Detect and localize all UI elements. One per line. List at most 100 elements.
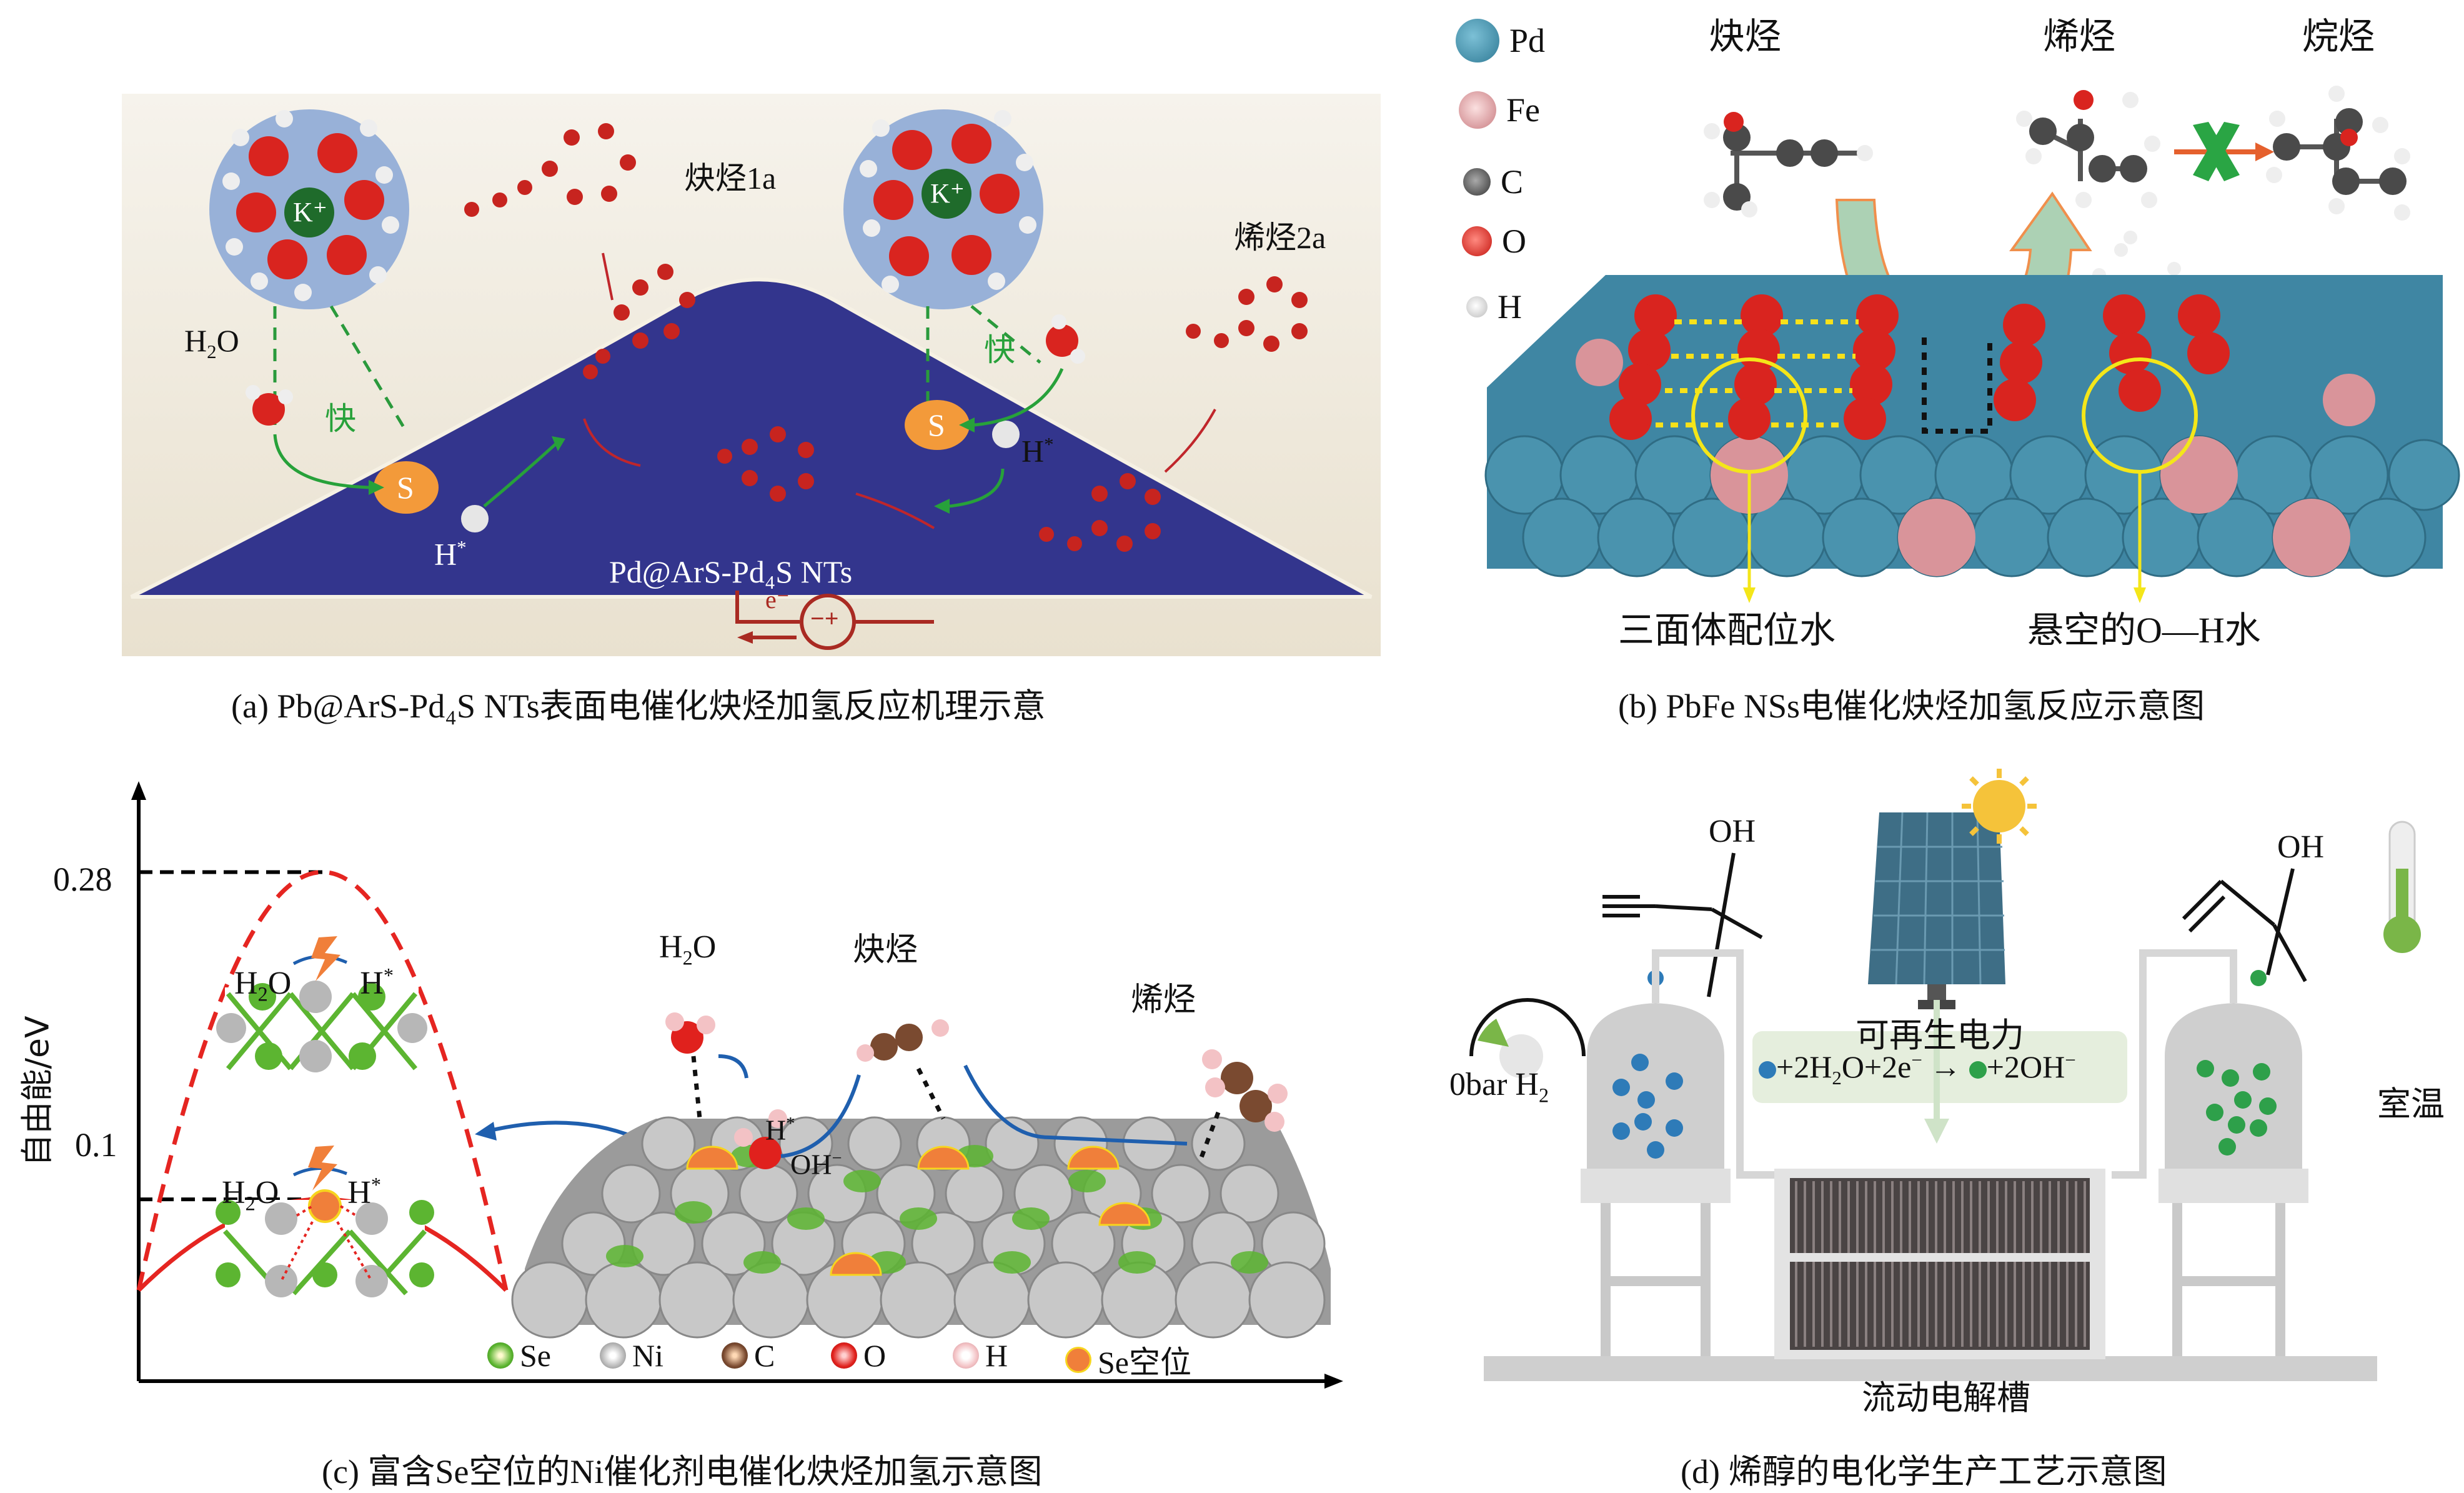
reaction-flow-arrows: [718, 1054, 1188, 1158]
h-ads-label: H*: [765, 1114, 795, 1146]
ni-atom: [585, 1261, 662, 1339]
c-atom-icon: [1463, 168, 1491, 196]
panel-d-artwork: [1469, 769, 2421, 1381]
reaction-products: +2OH−: [1986, 1049, 2076, 1084]
pressure-gauge-icon: [1469, 998, 1586, 1078]
dashed-guide-lines: [273, 305, 1041, 432]
power-source-label: −+: [810, 604, 839, 632]
ni-atom: [1151, 1164, 1211, 1224]
caption-c: (c) 富含Se空位的Ni催化剂电催化炔烃加氢示意图: [322, 1453, 1043, 1491]
panel-b: Pd Fe C O H 炔烃 烯烃 烷烃: [1449, 0, 2464, 662]
o-atom-icon: [831, 1342, 857, 1369]
ni-atom: [738, 1164, 798, 1224]
ni-atom: [847, 1116, 902, 1171]
alkynol-dot-icon: [1759, 1061, 1776, 1079]
hydrated-cation-left: [209, 109, 409, 309]
reactant-oh-label: OH: [1709, 814, 1756, 849]
ni-atom: [985, 1116, 1040, 1171]
sun-icon: [1962, 769, 2037, 844]
electron-label: e⁻: [765, 586, 790, 614]
alkane-label: 烷烃: [2302, 16, 2375, 57]
lightning-icon: [308, 936, 340, 1191]
inset-bottom-from: H2O: [222, 1175, 279, 1215]
catalyst-label: Pd@ArS-Pd₄S NTs: [609, 554, 853, 589]
flow-electrolyzer-icon: [1774, 1169, 2105, 1359]
y-tick-label-0.28: 0.28: [53, 861, 112, 898]
ni-atom: [511, 1261, 589, 1339]
alkenol-dot-icon: [1969, 1061, 1987, 1079]
energy-profile-chart: [131, 781, 1343, 1389]
inset-top-reaction: H2O H*: [234, 966, 394, 1004]
h-atom-icon: [1466, 296, 1488, 317]
product-dot-icon: [2250, 970, 2267, 986]
legend-item-se-vacancy: Se空位: [1065, 1337, 1191, 1382]
inset-top-to: H*: [360, 964, 394, 1002]
alkyne-label: 炔烃: [1709, 16, 1782, 57]
alkane-molecule: [2266, 86, 2410, 221]
ni-atom: [880, 1261, 957, 1339]
panel-b-artwork: [1484, 86, 2460, 603]
alkene-molecule-surface: [1039, 473, 1161, 552]
water-molecule-right: [1046, 314, 1085, 364]
ni-atom: [778, 1116, 833, 1171]
water-label: H2O: [184, 323, 239, 362]
stands: [1601, 1203, 2285, 1356]
legend-item-h: H: [1466, 287, 1522, 326]
renewable-power-label: 可再生电力: [1855, 1017, 2024, 1054]
sulfur-label-left: S: [397, 470, 414, 505]
water-molecule: [665, 1012, 715, 1054]
dashed-box: [1922, 337, 1992, 434]
h-ads-label-right: H*: [1021, 433, 1054, 469]
h-ads-label-left: H*: [434, 536, 467, 572]
se-vacancy-icon: [1065, 1347, 1091, 1373]
h-atom-icon: [953, 1342, 979, 1369]
fast-arrows: [273, 367, 1064, 508]
ni-atom-icon: [600, 1342, 626, 1369]
catalyst-surface: [130, 277, 1373, 599]
pressure-label: 0bar H2: [1449, 1067, 1549, 1107]
pipes: [1652, 949, 2237, 1179]
ni-atom: [658, 1261, 736, 1339]
ethylene-molecule: [1202, 1049, 1288, 1132]
c-atom-icon: [722, 1342, 748, 1369]
inset-ni-lattice: [216, 981, 427, 1075]
base-platform: [1484, 1356, 2377, 1381]
inset-top-from: H2O: [234, 966, 292, 1006]
alkene-product-molecule: [1186, 276, 1308, 352]
reactant-tank: [1581, 1003, 1731, 1203]
external-circuit: [735, 591, 934, 650]
alkyne-label: 炔烃: [853, 932, 918, 968]
product-oh-label: OH: [2277, 829, 2325, 865]
alkyne-molecule: [1704, 112, 1873, 217]
fe-atom-icon: [1459, 91, 1496, 129]
caption-d: (d) 烯醇的电化学生产工艺示意图: [1681, 1453, 2167, 1491]
legend-item-ni: Ni: [600, 1337, 663, 1374]
electrolyzer-label: 流动电解槽: [1862, 1379, 2030, 1417]
ni-atom: [1191, 1116, 1246, 1171]
h-atom-right: [992, 421, 1020, 448]
o-atom-icon: [1462, 226, 1492, 256]
alkene-label: 烯烃: [1131, 982, 1196, 1018]
legend-item-o: O: [831, 1337, 886, 1374]
legend-item-fe: Fe: [1459, 91, 1540, 129]
alkene-label: 烯烃: [2043, 16, 2116, 57]
alkenol-structure: [2182, 868, 2307, 982]
legend-item-c: C: [1463, 162, 1523, 201]
cross-icon: [2193, 122, 2240, 181]
y-axis-arrowhead: [131, 781, 146, 800]
fast-label-left: 快: [325, 401, 356, 436]
legend-item-pd: Pd: [1456, 19, 1545, 62]
y-axis-label: 自由能/eV: [19, 1016, 57, 1167]
solar-panel-icon: [1868, 812, 2005, 1009]
adsorbed-alkyne-molecule: [583, 264, 695, 379]
ni-atom: [1027, 1261, 1105, 1339]
alkene-molecule: [2016, 90, 2160, 208]
product-tank: [2158, 1003, 2308, 1203]
hydroxide-molecule: [734, 1109, 787, 1169]
ni-atom: [601, 1164, 661, 1224]
legend-item-h: H: [953, 1337, 1008, 1374]
sulfur-label-right: S: [928, 407, 945, 442]
caption-a: (a) Pb@ArS-Pd₄S NTs表面电催化炔烃加氢反应机理示意: [231, 687, 1046, 725]
